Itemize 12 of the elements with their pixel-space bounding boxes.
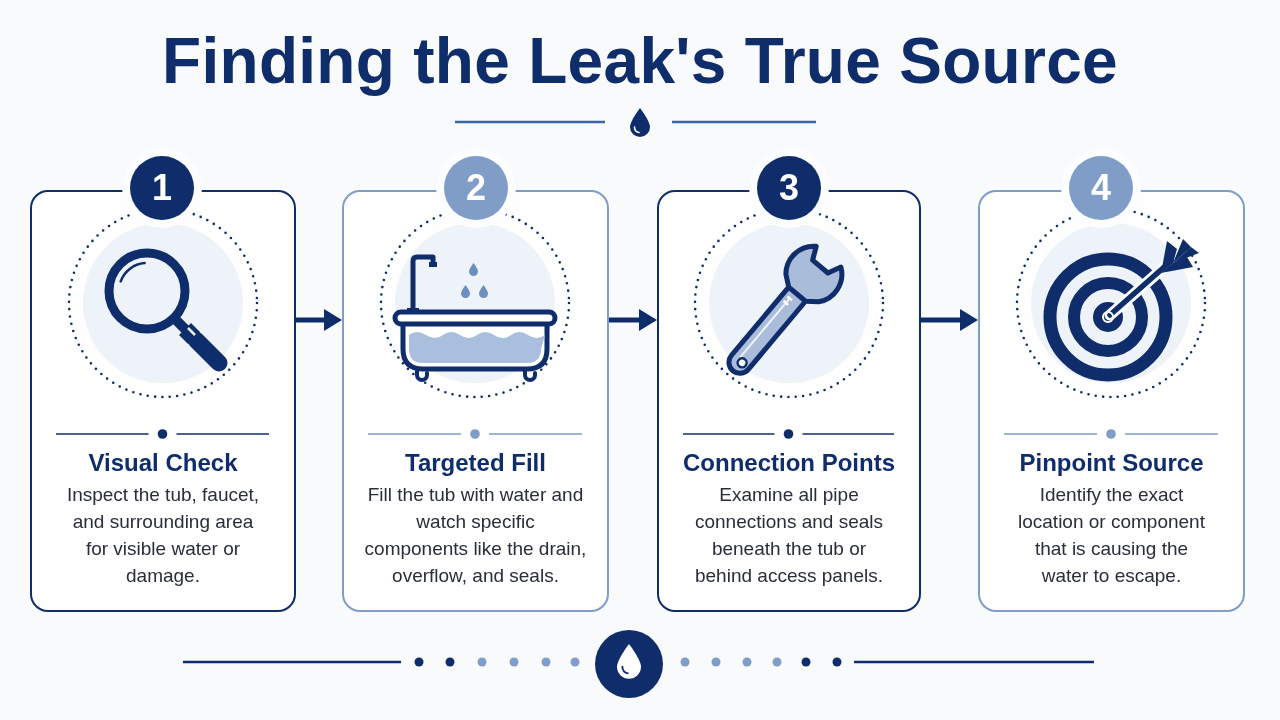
step-title: Visual Check <box>88 448 238 478</box>
step-description: Fill the tub with water and watch specific components like the drain, overflow, and seals. <box>363 483 588 588</box>
step-title: Connection Points <box>683 448 895 478</box>
step-description: Inspect the tub, faucet, and surrounding area for visible water or damage. <box>65 483 261 588</box>
step-title: Targeted Fill <box>405 448 546 478</box>
step-description: Examine all pipe connections and seals beneath the tub or behind access panels. <box>694 483 884 588</box>
arrow <box>296 309 342 331</box>
step-title: Pinpoint Source <box>1019 448 1204 478</box>
title: Finding the Leak's True Source <box>162 24 1118 98</box>
step-description: Identify the exact location or component that is causing the water to escape. <box>1017 483 1206 588</box>
arrow <box>921 309 978 331</box>
arrow <box>609 309 657 331</box>
